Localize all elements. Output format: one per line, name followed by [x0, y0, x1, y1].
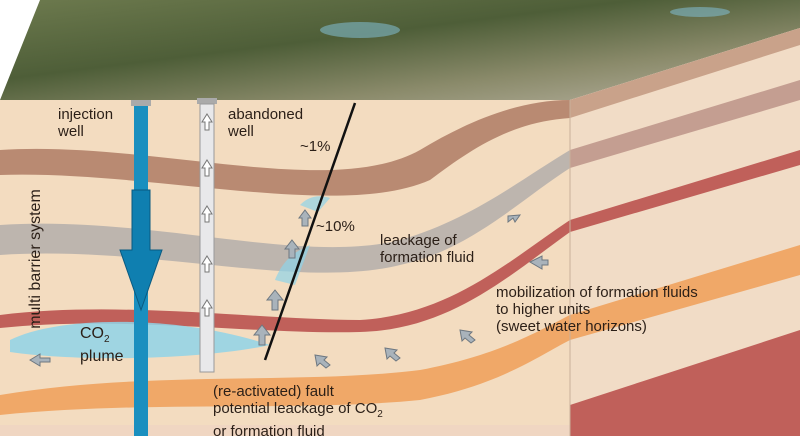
- red-layer: [0, 220, 570, 333]
- injection-well: [119, 100, 163, 436]
- abandoned-well: [197, 98, 217, 373]
- right-face: [570, 28, 800, 436]
- multi-barrier-system-label: multi barrier system: [27, 189, 44, 329]
- flow-arrows: [29, 209, 549, 369]
- one-percent-label: ~1%: [300, 138, 331, 155]
- fault-line: [263, 102, 357, 361]
- ten-percent-label: ~10%: [316, 218, 355, 235]
- satellite-surface: [0, 0, 800, 100]
